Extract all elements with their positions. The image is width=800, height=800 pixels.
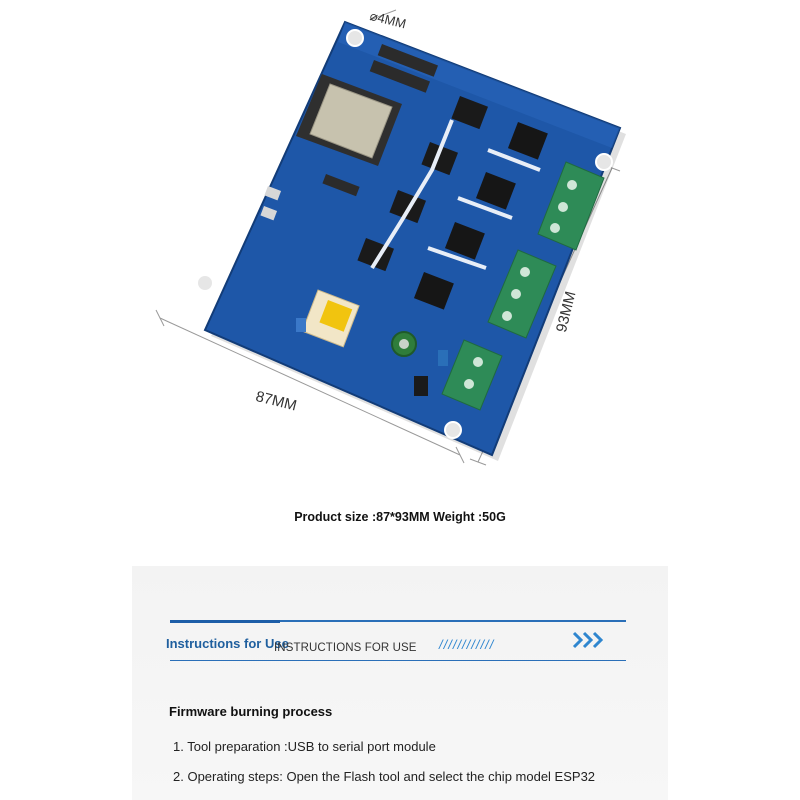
isolation-lines bbox=[370, 119, 541, 270]
triple-chevron-right-icon bbox=[572, 631, 604, 649]
product-board-image bbox=[155, 9, 626, 466]
triacs bbox=[413, 122, 548, 310]
instructions-subtitle: INSTRUCTIONS FOR USE bbox=[274, 642, 417, 654]
decorative-slashes: //////////// bbox=[439, 637, 495, 652]
pin-header bbox=[322, 43, 439, 197]
product-size-weight: Product size :87*93MM Weight :50G bbox=[294, 510, 506, 524]
small-components bbox=[260, 185, 448, 396]
capacitor bbox=[391, 331, 417, 357]
transformer bbox=[301, 289, 360, 348]
title-accent-bar bbox=[170, 620, 280, 623]
instructions-panel: Instructions for Use INSTRUCTIONS FOR US… bbox=[132, 566, 668, 800]
esp32-module bbox=[296, 74, 402, 166]
screw-terminals bbox=[441, 161, 605, 411]
bottom-rule bbox=[170, 660, 626, 661]
instructions-title: Instructions for Use bbox=[166, 636, 289, 651]
firmware-step: 2. Operating steps: Open the Flash tool … bbox=[173, 769, 596, 784]
firmware-section-title: Firmware burning process bbox=[169, 704, 333, 719]
mounting-holes bbox=[196, 29, 613, 439]
top-rule bbox=[170, 620, 626, 622]
firmware-step: 1. Tool preparation :USB to serial port … bbox=[173, 739, 436, 754]
